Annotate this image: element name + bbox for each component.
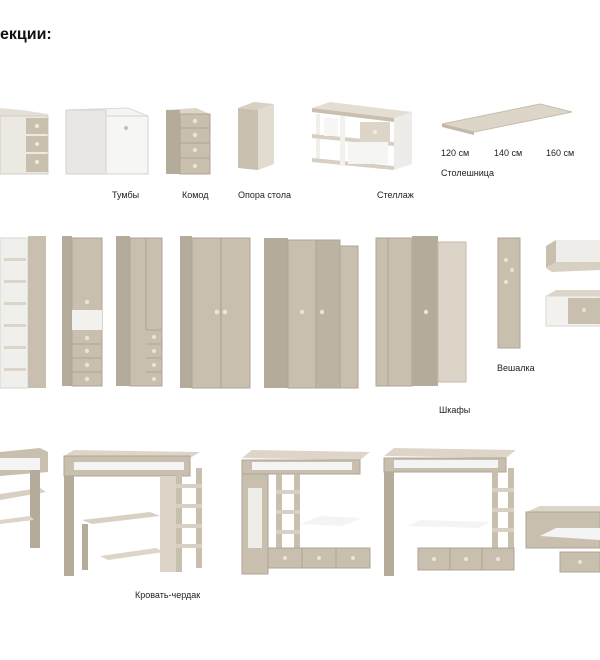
label-width-160: 160 см bbox=[546, 148, 575, 158]
label-opora-stola: Опора стола bbox=[238, 190, 291, 200]
label-stoleshnica: Столешница bbox=[441, 168, 494, 178]
pedestal-white-image bbox=[65, 107, 149, 175]
cabinet-with-drawers-image bbox=[62, 236, 103, 387]
low-bed-partial-image bbox=[525, 506, 600, 573]
label-shkafy: Шкафы bbox=[439, 405, 471, 415]
label-veshalka: Вешалка bbox=[497, 363, 535, 373]
chest-of-drawers-image bbox=[166, 108, 211, 175]
label-krovat-cherdak: Кровать-чердак bbox=[135, 590, 201, 600]
loft-bed-desk-partial-image bbox=[0, 448, 48, 548]
label-width-120: 120 см bbox=[441, 148, 470, 158]
bunk-bed-image bbox=[241, 450, 371, 575]
label-width-140: 140 см bbox=[494, 148, 523, 158]
corner-wardrobe-image bbox=[264, 238, 359, 389]
section-title: екции: bbox=[0, 26, 52, 43]
corner-wardrobe-2-image bbox=[375, 236, 467, 387]
wall-shelf-small-image bbox=[546, 240, 600, 272]
tall-cabinet-drawers-image bbox=[116, 236, 163, 387]
desk-support-image bbox=[238, 102, 274, 170]
loft-bed-ladder-image bbox=[63, 450, 202, 576]
tabletop-image bbox=[441, 103, 573, 135]
label-tumby: Тумбы bbox=[112, 190, 140, 200]
two-door-wardrobe-image bbox=[180, 236, 251, 389]
shelving-unit-image bbox=[312, 102, 412, 170]
label-stellazh: Стеллаж bbox=[377, 190, 414, 200]
bunk-bed-2-image bbox=[383, 448, 516, 576]
pedestal-drawers-image bbox=[0, 108, 49, 175]
open-shelf-cabinet-image bbox=[0, 236, 46, 389]
wall-shelf-long-image bbox=[545, 290, 600, 327]
label-komod: Комод bbox=[182, 190, 209, 200]
wall-hanger-image bbox=[497, 237, 521, 349]
